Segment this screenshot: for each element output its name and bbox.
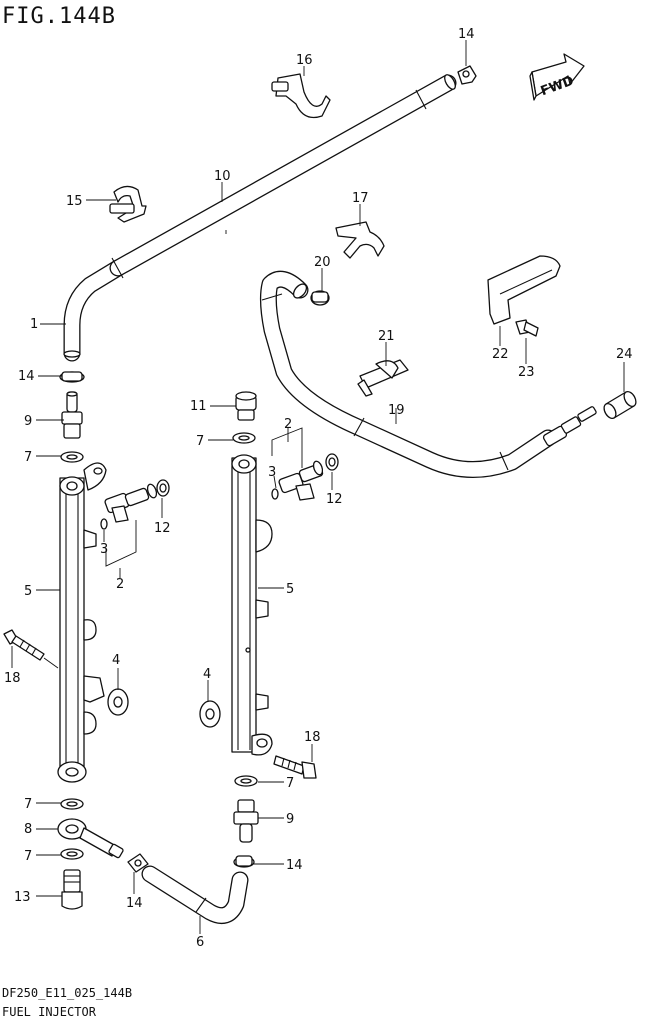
callout-7-left-low: 7: [24, 849, 32, 864]
callout-14-bottom-left: 14: [126, 896, 143, 911]
callout-19: 19: [388, 403, 405, 418]
callout-9-upper: 9: [24, 414, 32, 429]
bracket-22: [487, 255, 561, 325]
fuel-rail-5-right: [231, 454, 273, 756]
callout-4-right: 4: [203, 667, 211, 682]
callout-labels: 14 16 10 15 17 20 1 21 22 23 24 19 14 9 …: [4, 27, 633, 950]
callout-9-lower: 9: [286, 812, 294, 827]
hose-clip-14-bottom-left: [127, 853, 149, 873]
callout-6: 6: [196, 935, 204, 950]
hose-connector-19: [542, 406, 597, 447]
callout-24: 24: [616, 347, 633, 362]
washer-7-right-low: [234, 775, 258, 787]
fuel-hose-6: [141, 865, 249, 925]
o-ring-12-right: [325, 453, 339, 471]
hose-clip-14-top: [457, 65, 477, 85]
fuel-injector-2-left: [104, 483, 158, 523]
bolt-18-left: [3, 629, 45, 661]
washer-7-left-top: [60, 451, 84, 463]
callout-5-left: 5: [24, 584, 32, 599]
callout-13: 13: [14, 890, 31, 905]
hose-fitting-9-upper: [61, 391, 83, 439]
hose-clip-14-bottom-right: [233, 855, 255, 868]
callout-22: 22: [492, 347, 509, 362]
callout-14-bottom-right: 14: [286, 858, 303, 873]
hose-section-24: [603, 390, 637, 420]
fuel-rail-5-left: [57, 462, 107, 783]
callout-12-right: 12: [326, 492, 343, 507]
callout-2-right: 2: [284, 417, 292, 432]
plug-cap-11: [235, 391, 257, 421]
hose-fitting-9-lower: [233, 799, 259, 843]
callout-1: 1: [30, 317, 38, 332]
o-ring-3-left: [100, 518, 108, 530]
diagram-caption: FUEL INJECTOR: [2, 1005, 96, 1019]
bolt-23: [515, 319, 539, 337]
callout-12-left: 12: [154, 521, 171, 536]
callout-3-right: 3: [268, 465, 276, 480]
bolt-18-right: [273, 755, 317, 779]
hose-clamp-17: [335, 221, 385, 259]
callout-16: 16: [296, 53, 313, 68]
callout-20: 20: [314, 255, 331, 270]
hose-clip-20: [310, 290, 330, 306]
grommet-4-left: [107, 688, 129, 716]
callout-5-right: 5: [286, 582, 294, 597]
callout-17: 17: [352, 191, 369, 206]
hose-clamp-15: [109, 185, 147, 223]
callout-4-left: 4: [112, 653, 120, 668]
callout-23: 23: [518, 365, 535, 380]
callout-18-left: 18: [4, 671, 21, 686]
grommet-4-right: [199, 700, 221, 728]
hose-clamp-16: [271, 73, 331, 119]
callout-15: 15: [66, 194, 83, 209]
callout-7-left-top: 7: [24, 450, 32, 465]
diagram-code: DF250_E11_025_144B: [2, 986, 133, 1000]
callout-7-right-low: 7: [286, 776, 294, 791]
leader-lines: [11, 40, 625, 934]
callout-3-left: 3: [100, 542, 108, 557]
callout-2-left: 2: [116, 577, 124, 592]
fuel-hose-10: [63, 74, 457, 362]
hose-clip-14-left: [59, 371, 85, 383]
callout-11: 11: [190, 399, 207, 414]
figure-title: FIG.144B: [2, 4, 116, 29]
fuel-hose-19: [259, 270, 557, 478]
o-ring-12-left: [156, 479, 170, 497]
callout-7-left-mid: 7: [24, 797, 32, 812]
union-fitting-8: [57, 818, 124, 859]
callout-8: 8: [24, 822, 32, 837]
union-bolt-13: [61, 869, 83, 910]
washer-7-right-top: [232, 432, 256, 444]
o-ring-3-right: [271, 488, 279, 500]
callout-10: 10: [214, 169, 231, 184]
callout-14-top: 14: [458, 27, 475, 42]
callout-14-left: 14: [18, 369, 35, 384]
callout-18-right: 18: [304, 730, 321, 745]
washer-7-left-low: [60, 848, 84, 860]
washer-7-left-mid: [60, 798, 84, 810]
fuel-injector-2-right: [278, 460, 324, 501]
fwd-arrow-badge: FWD: [529, 53, 585, 101]
callout-21: 21: [378, 329, 395, 344]
hose-clamp-21: [357, 359, 409, 397]
callout-7-right-top: 7: [196, 434, 204, 449]
